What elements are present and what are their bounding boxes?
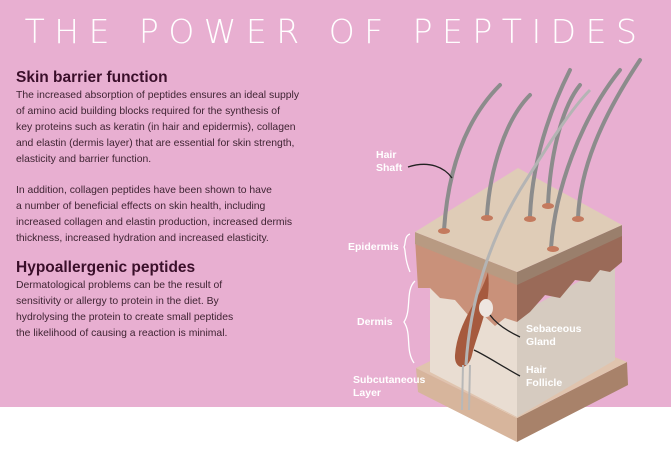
skin-barrier-paragraph-2: In addition, collagen peptides have been… [16,185,293,244]
label-hair-shaft: Hair Shaft [376,149,403,174]
hypoallergenic-paragraph: Dermatological problems can be the resul… [16,280,234,339]
hair-root [461,364,471,411]
sebaceous-gland [479,299,493,317]
page-title: THE POWER OF PEPTIDES [24,12,647,51]
skin-barrier-paragraph-1: The increased absorption of peptides ens… [16,90,300,165]
label-subcutaneous-layer: Subcutaneous Layer [353,374,426,399]
epidermis-right [517,228,622,322]
skin-surface [415,168,622,272]
pointer-arrows [407,163,521,377]
subcutaneous-slab-left [416,368,517,442]
subcutaneous-slab-right [517,362,628,442]
label-epidermis: Epidermis [348,241,399,253]
dermis-right [517,262,615,417]
section-heading-hypoallergenic: Hypoallergenic peptides [16,259,196,276]
hair-shaft-long [464,88,592,366]
epidermis-top-band-left [415,232,517,285]
label-sebaceous-gland: Sebaceous Gland [526,323,582,348]
epidermis-top-band-right [517,225,622,285]
label-dermis: Dermis [357,316,393,328]
section-heading-skin-barrier: Skin barrier function [16,69,168,86]
hair-shafts [442,58,642,250]
label-hair-follicle: Hair Follicle [526,364,563,389]
layer-braces [403,233,416,364]
